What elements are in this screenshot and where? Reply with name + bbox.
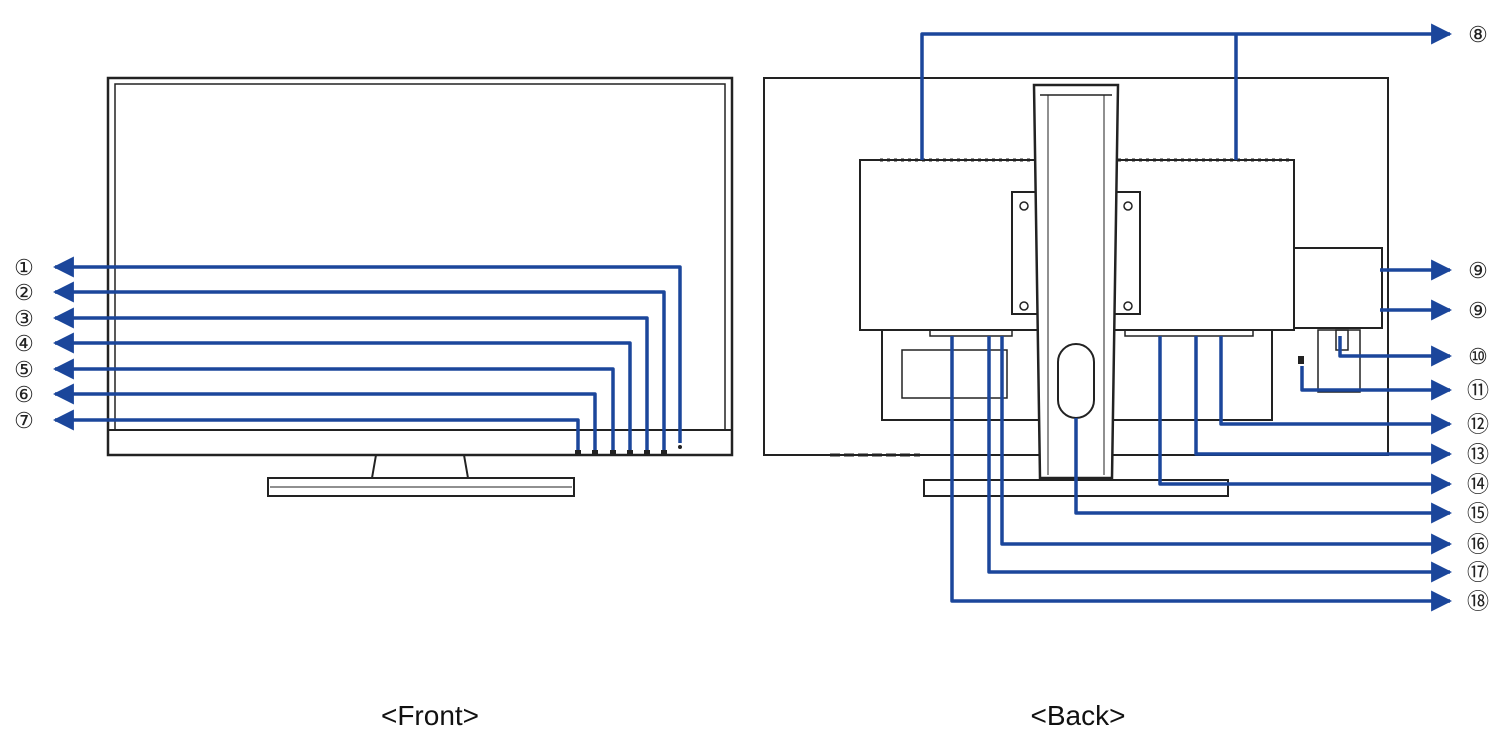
callout-label-4: ④ [14, 331, 34, 356]
callout-label-1: ① [14, 255, 34, 280]
callout-labels: ① ② ③ ④ ⑤ ⑥ ⑦ ⑧ ⑨ ⑨ ⑩ ⑪ ⑫ ⑬ ⑭ ⑮ ⑯ ⑰ ⑱ [14, 22, 1489, 614]
callout-lines [52, 23, 1453, 612]
callout-line-14 [1158, 336, 1453, 495]
callout-line-17 [987, 336, 1453, 583]
callout-label-6: ⑥ [14, 382, 34, 407]
callout-line-1 [52, 256, 682, 443]
front-stand-neck [370, 454, 470, 479]
callout-label-9b: ⑨ [1468, 298, 1488, 323]
front-power-indicator [678, 445, 682, 449]
callout-label-13: ⑬ [1467, 442, 1489, 467]
callout-line-13 [1194, 336, 1453, 465]
callout-label-2: ② [14, 280, 34, 305]
back-kensington-slot [1298, 356, 1304, 364]
callout-line-8a [920, 23, 1453, 160]
front-button-2 [661, 450, 667, 455]
callout-label-18: ⑱ [1467, 589, 1489, 614]
front-button-7 [575, 450, 581, 455]
front-button-5 [610, 450, 616, 455]
callout-label-15: ⑮ [1467, 501, 1489, 526]
front-stand-base [267, 477, 575, 497]
callout-label-14: ⑭ [1467, 472, 1489, 497]
callout-line-15 [1074, 418, 1453, 524]
back-stand-neck [1032, 83, 1120, 480]
caption-back: <Back> [1031, 700, 1126, 731]
callout-line-6 [52, 383, 597, 450]
callout-label-5: ⑤ [14, 357, 34, 382]
back-side-box [1293, 247, 1383, 329]
callout-label-12: ⑫ [1467, 412, 1489, 437]
callout-label-3: ③ [14, 306, 34, 331]
callout-label-7: ⑦ [14, 408, 34, 433]
callout-line-18 [950, 336, 1453, 612]
callout-line-16 [1000, 336, 1453, 555]
callout-line-5 [52, 358, 615, 450]
callout-line-2 [52, 281, 666, 450]
callout-label-16: ⑯ [1467, 532, 1489, 557]
callout-label-9a: ⑨ [1468, 258, 1488, 283]
callout-line-3 [52, 307, 649, 450]
callout-line-11 [1300, 366, 1453, 401]
front-view [106, 76, 734, 497]
callout-line-12 [1219, 336, 1453, 435]
back-label-area [901, 349, 1008, 399]
callout-line-10 [1338, 336, 1453, 367]
front-button-6 [592, 450, 598, 455]
back-view [763, 77, 1389, 497]
caption-front: <Front> [381, 700, 479, 731]
callout-label-8: ⑧ [1468, 22, 1488, 47]
callout-line-7 [52, 409, 580, 450]
front-screen [114, 83, 726, 431]
callout-label-10: ⑩ [1468, 344, 1488, 369]
callout-label-17: ⑰ [1467, 560, 1489, 585]
callout-label-11: ⑪ [1467, 378, 1489, 403]
callout-line-4 [52, 332, 632, 450]
front-button-4 [627, 450, 633, 455]
front-button-3 [644, 450, 650, 455]
